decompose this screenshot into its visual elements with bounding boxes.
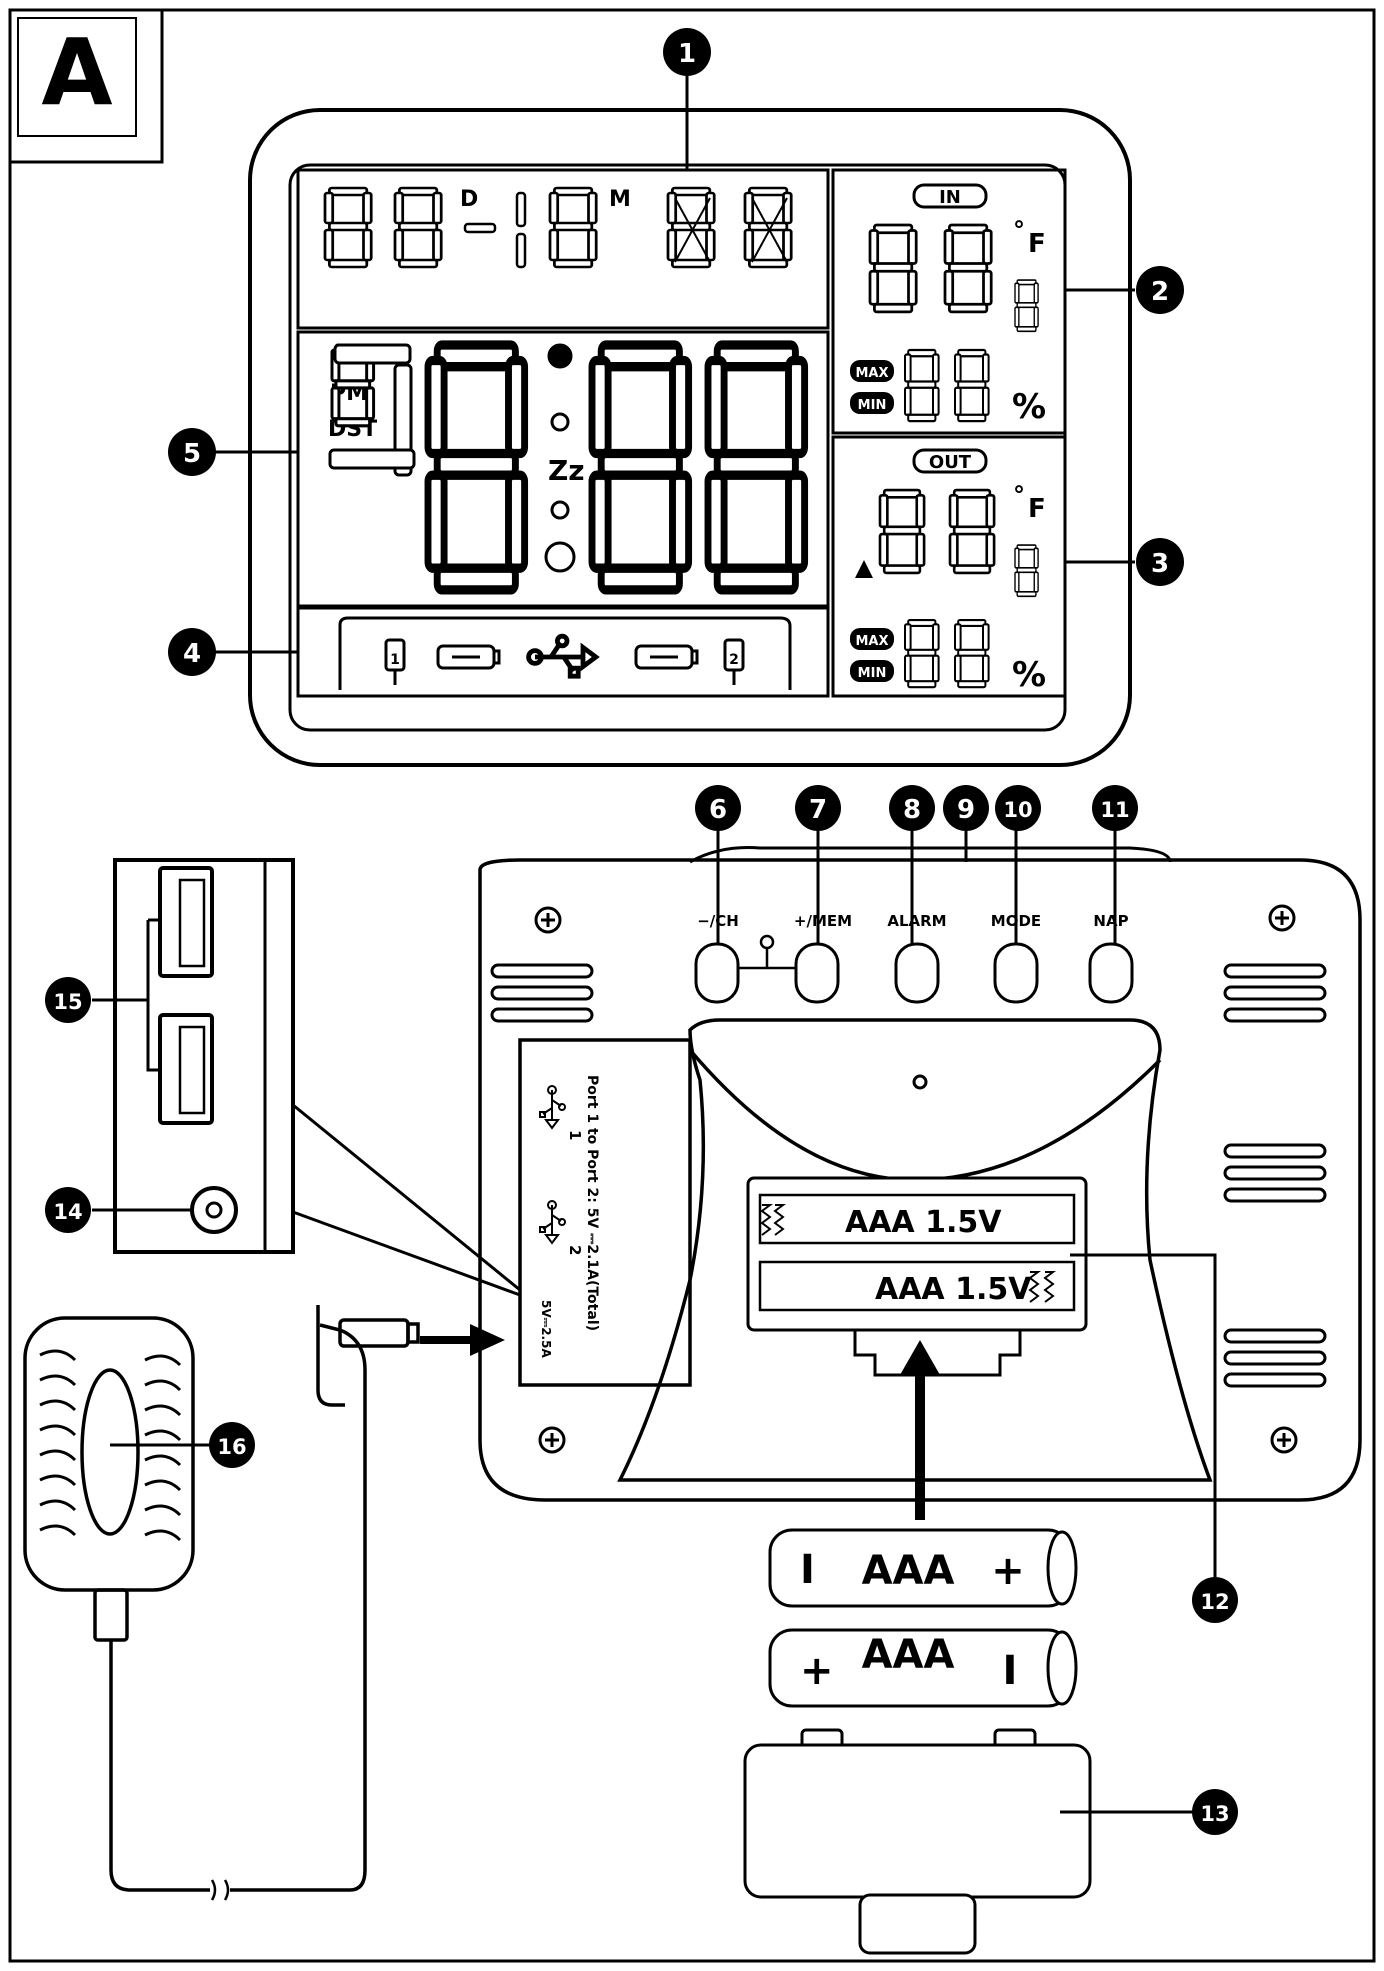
day-letter: D xyxy=(460,187,478,212)
callout-11: 11 xyxy=(1092,785,1138,831)
svg-text:10: 10 xyxy=(1003,798,1032,822)
power-rating-text: 5V⎓2.5A xyxy=(539,1300,553,1358)
indoor-label: IN xyxy=(939,187,961,208)
callout-12: 12 xyxy=(1192,1577,1238,1623)
side-port-panel xyxy=(113,858,521,1297)
callout-13: 13 xyxy=(1192,1789,1238,1835)
callout-7: 7 xyxy=(795,785,841,831)
svg-text:AAA: AAA xyxy=(862,1548,955,1594)
figure-frame xyxy=(8,8,1376,1963)
callout-10: 10 xyxy=(995,785,1041,831)
battery-slot-2-label: AAA 1.5V xyxy=(875,1272,1032,1307)
callout-15: 15 xyxy=(45,977,91,1023)
callout-9: 9 xyxy=(943,785,989,831)
callout-badges: 1 2 3 4 5 6 7 8 9 10 11 12 13 14 15 16 xyxy=(45,28,1238,1835)
svg-text:6: 6 xyxy=(709,795,727,825)
date-digits xyxy=(323,186,793,269)
svg-text:I: I xyxy=(1003,1648,1018,1694)
trend-arrow xyxy=(855,560,873,578)
svg-text:8: 8 xyxy=(903,795,921,825)
battery-slot-1-label: AAA 1.5V xyxy=(845,1205,1002,1240)
svg-text:NAP: NAP xyxy=(1093,912,1128,930)
svg-text:I: I xyxy=(800,1547,815,1593)
callout-16: 16 xyxy=(209,1422,255,1468)
svg-text:+: + xyxy=(991,1548,1025,1594)
svg-text:ALARM: ALARM xyxy=(887,912,946,930)
svg-text:9: 9 xyxy=(957,795,975,825)
port-side-labels: 1 2 Port 1 to Port 2: 5V ⎓2.1A(Total) 5V… xyxy=(539,1075,600,1358)
battery-1: I AAA + xyxy=(768,1528,1078,1608)
svg-text:7: 7 xyxy=(809,795,827,825)
rear-button-alarm[interactable]: ALARM xyxy=(887,912,947,1004)
lcd-display: D M PM DST Zz IN xyxy=(248,108,1132,767)
battery-2: + AAA I xyxy=(768,1628,1078,1708)
svg-text:11: 11 xyxy=(1100,798,1129,822)
svg-text:AAA: AAA xyxy=(862,1632,955,1678)
panel-letter: A xyxy=(41,19,112,126)
outdoor-min: MIN xyxy=(858,666,887,681)
indoor-min: MIN xyxy=(858,398,887,413)
outdoor-label: OUT xyxy=(929,452,972,473)
battery-insert-arrow xyxy=(900,1340,940,1520)
callout-14: 14 xyxy=(45,1187,91,1233)
usb-status-row xyxy=(338,616,792,690)
outdoor-humidity-percent: % xyxy=(1012,655,1046,695)
svg-text:+/MEM: +/MEM xyxy=(794,912,852,930)
outdoor-degree: ° xyxy=(1013,481,1025,509)
usb-label-1: 1 xyxy=(566,1130,584,1140)
svg-text:15: 15 xyxy=(53,990,82,1014)
rear-button-mem[interactable]: +/MEM xyxy=(794,912,852,1004)
ac-adapter xyxy=(23,1305,420,1901)
outdoor-max: MAX xyxy=(855,634,888,649)
snooze-symbol: Zz xyxy=(548,454,585,487)
callout-2: 2 xyxy=(1136,266,1184,314)
port-output-text: Port 1 to Port 2: 5V ⎓2.1A(Total) xyxy=(584,1075,600,1331)
svg-text:+: + xyxy=(800,1648,834,1694)
leader-lines xyxy=(215,75,1135,654)
callout-5: 5 xyxy=(168,428,216,476)
indoor-humidity-percent: % xyxy=(1012,387,1046,427)
svg-text:2: 2 xyxy=(1151,277,1169,307)
usb-port-1-indicator: 1 xyxy=(390,652,400,668)
month-letter: M xyxy=(609,187,631,212)
svg-text:13: 13 xyxy=(1200,1802,1229,1826)
outdoor-unit: F xyxy=(1028,494,1046,524)
battery-cover xyxy=(743,1728,1092,1955)
indoor-unit: F xyxy=(1028,229,1046,259)
svg-text:14: 14 xyxy=(53,1200,82,1224)
callout-4: 4 xyxy=(168,628,216,676)
usb-label-2: 2 xyxy=(566,1245,584,1255)
plug-arrow xyxy=(420,1324,505,1356)
callout-3: 3 xyxy=(1136,538,1184,586)
callout-1: 1 xyxy=(663,28,711,76)
usb-port-2-indicator: 2 xyxy=(729,652,739,668)
svg-text:3: 3 xyxy=(1151,549,1169,579)
rear-button-ch[interactable]: −/CH xyxy=(694,912,740,1004)
callout-6: 6 xyxy=(695,785,741,831)
indoor-max: MAX xyxy=(855,366,888,381)
svg-text:4: 4 xyxy=(183,639,201,669)
svg-text:16: 16 xyxy=(217,1435,246,1459)
indoor-degree: ° xyxy=(1013,216,1025,244)
colon-indicators xyxy=(544,343,576,573)
rear-button-nap[interactable]: NAP xyxy=(1088,912,1134,1004)
weekday-segments xyxy=(674,197,788,263)
battery-compartment: AAA 1.5V AAA 1.5V xyxy=(746,1176,1088,1332)
rear-housing xyxy=(478,846,1362,1502)
callout-8: 8 xyxy=(889,785,935,831)
svg-text:1: 1 xyxy=(678,39,696,69)
svg-text:12: 12 xyxy=(1200,1590,1229,1614)
svg-text:5: 5 xyxy=(183,439,201,469)
